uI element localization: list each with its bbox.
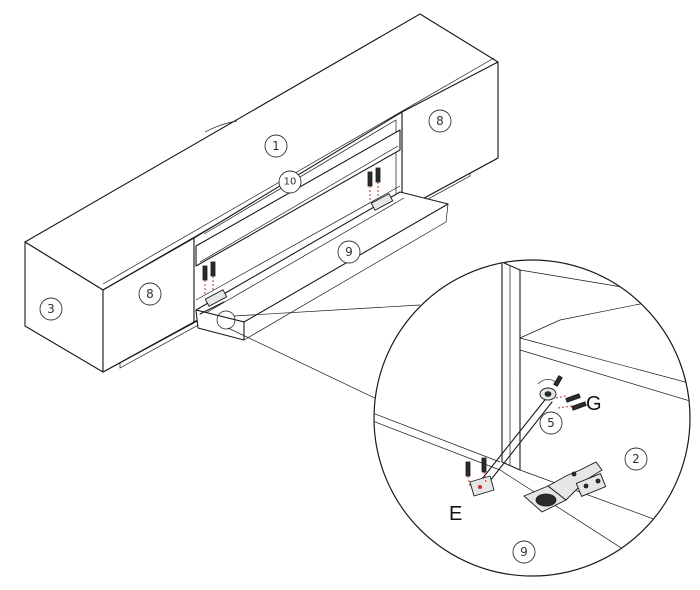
g-screw-icon-1 — [565, 393, 581, 403]
hinge-screw-hole-1 — [583, 483, 589, 489]
detail-flap-edge-2 — [374, 419, 501, 471]
e-screw-guide-1 — [467, 475, 471, 487]
flap-door-hinge-edge — [203, 197, 405, 315]
callout-text: 2 — [632, 452, 640, 466]
hinge-arm-icon — [547, 461, 603, 501]
callout-text: 9 — [345, 245, 353, 259]
callout-door-left: 8 — [138, 282, 162, 306]
compartment-inner-back — [203, 119, 397, 235]
callout-circle — [264, 134, 288, 158]
callout-side-panel: 3 — [39, 297, 63, 321]
detail-stay-arm-1 — [477, 395, 549, 485]
right-hinge-hardware — [367, 167, 394, 211]
zoom-callout-leader — [216, 304, 421, 403]
callout-circle — [624, 447, 648, 471]
detail-shelf-line-2 — [519, 349, 690, 405]
e-screw-icon-1 — [465, 461, 471, 477]
shelf-front-edge — [199, 145, 399, 263]
cup-hinge — [523, 461, 607, 513]
top-notch-line — [204, 120, 238, 133]
callout-text: 1 — [272, 139, 280, 153]
callout-text: 9 — [520, 545, 528, 559]
compartment-floor — [195, 185, 401, 301]
leader-line-top — [233, 304, 421, 317]
callout-text: 3 — [47, 302, 55, 316]
detail-magnified-view — [373, 259, 691, 577]
g-screw-guide-1 — [555, 395, 567, 399]
callout-text: 5 — [547, 416, 555, 430]
e-bracket-hole — [478, 485, 482, 489]
hinge-cup-icon — [535, 493, 557, 507]
callout-text: 8 — [146, 287, 154, 301]
callout-detail-flap: 9 — [512, 540, 536, 564]
tv-cabinet — [24, 13, 499, 373]
callout-door-right: 8 — [428, 109, 452, 133]
callout-detail-stay: 5 — [539, 411, 563, 435]
g-screw-icon-2 — [571, 401, 587, 411]
detail-side-panel — [501, 261, 521, 471]
e-screw-icon-2 — [481, 457, 487, 473]
e-screw-guide-2 — [483, 471, 487, 483]
detail-shelf-line-1 — [519, 337, 690, 387]
detail-stay-arm-2 — [485, 401, 553, 487]
zoom-source-marker — [216, 310, 236, 330]
callout-main-top: 1 — [264, 134, 288, 158]
callout-circle — [428, 109, 452, 133]
callout-circle — [337, 240, 361, 264]
flap-door-bottom-edge — [243, 221, 447, 341]
e-bracket-icon — [469, 475, 495, 497]
detail-shelf-corner — [519, 319, 561, 339]
hardware-letter-g: G — [586, 393, 602, 415]
left-hinge-icon — [204, 289, 228, 307]
pivot-top-screw-icon — [553, 375, 563, 387]
flap-door-right-edge — [445, 203, 449, 223]
detail-flap-edge-1 — [374, 411, 501, 463]
top-front-edge — [102, 57, 495, 285]
callout-shelf: 10 — [278, 170, 302, 194]
stay-pivot-hole — [544, 391, 552, 397]
hardware-letter-e: E — [449, 503, 462, 525]
callout-text: 10 — [284, 177, 297, 188]
hinge-adjust-screw — [571, 471, 577, 477]
callout-circle — [512, 540, 536, 564]
callout-flap-door: 9 — [337, 240, 361, 264]
leader-line-bottom — [227, 327, 384, 403]
callout-circle — [539, 411, 563, 435]
pivot-rotation-arc — [537, 379, 557, 385]
left-hinge-hardware — [199, 261, 228, 315]
right-hinge-icon — [370, 193, 394, 211]
callout-circle — [278, 170, 302, 194]
right-screw-icon-2 — [375, 167, 381, 183]
left-screw-icon-1 — [202, 265, 208, 281]
callout-circle — [138, 282, 162, 306]
callout-text: 8 — [436, 114, 444, 128]
detail-flap-front — [499, 469, 641, 561]
left-stay-arm — [199, 301, 225, 315]
detail-circle-border — [373, 259, 691, 577]
right-screw-icon-1 — [367, 171, 373, 187]
hinge-screw-hole-2 — [595, 478, 601, 484]
inner-shelf — [195, 129, 401, 267]
left-screw-icon-2 — [210, 261, 216, 277]
callout-detail-frame: 2 — [624, 447, 648, 471]
callout-circle — [39, 297, 63, 321]
